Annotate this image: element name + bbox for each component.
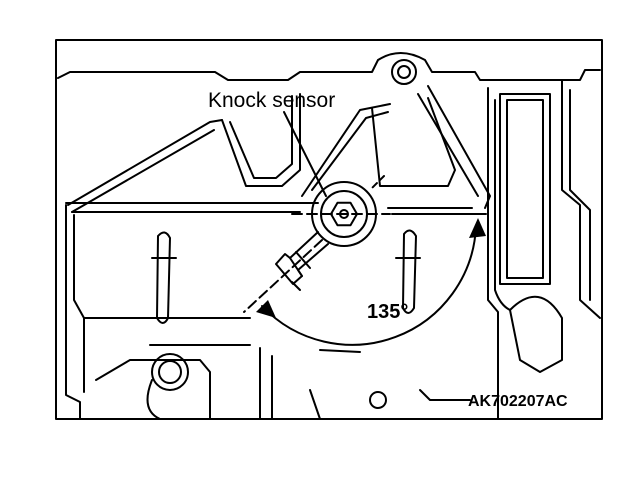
knock-sensor-leader xyxy=(283,111,327,197)
knock-sensor-label: Knock sensor xyxy=(208,89,336,112)
figure-code-label: AK702207AC xyxy=(468,393,568,410)
angle-label: 135° xyxy=(367,301,409,323)
figure-frame xyxy=(55,39,603,420)
knock-sensor xyxy=(275,181,377,291)
bolt-boss-bottom-right xyxy=(369,391,387,409)
engine-block-outline xyxy=(57,52,601,420)
arrowhead-left xyxy=(256,300,276,318)
angle-reference-lines xyxy=(243,175,487,313)
angle-arc-135 xyxy=(256,218,486,346)
bolt-boss-top xyxy=(391,59,417,85)
arrowhead-right xyxy=(469,218,486,238)
bolt-boss-bottom xyxy=(146,353,189,420)
oval-slots xyxy=(151,229,421,324)
